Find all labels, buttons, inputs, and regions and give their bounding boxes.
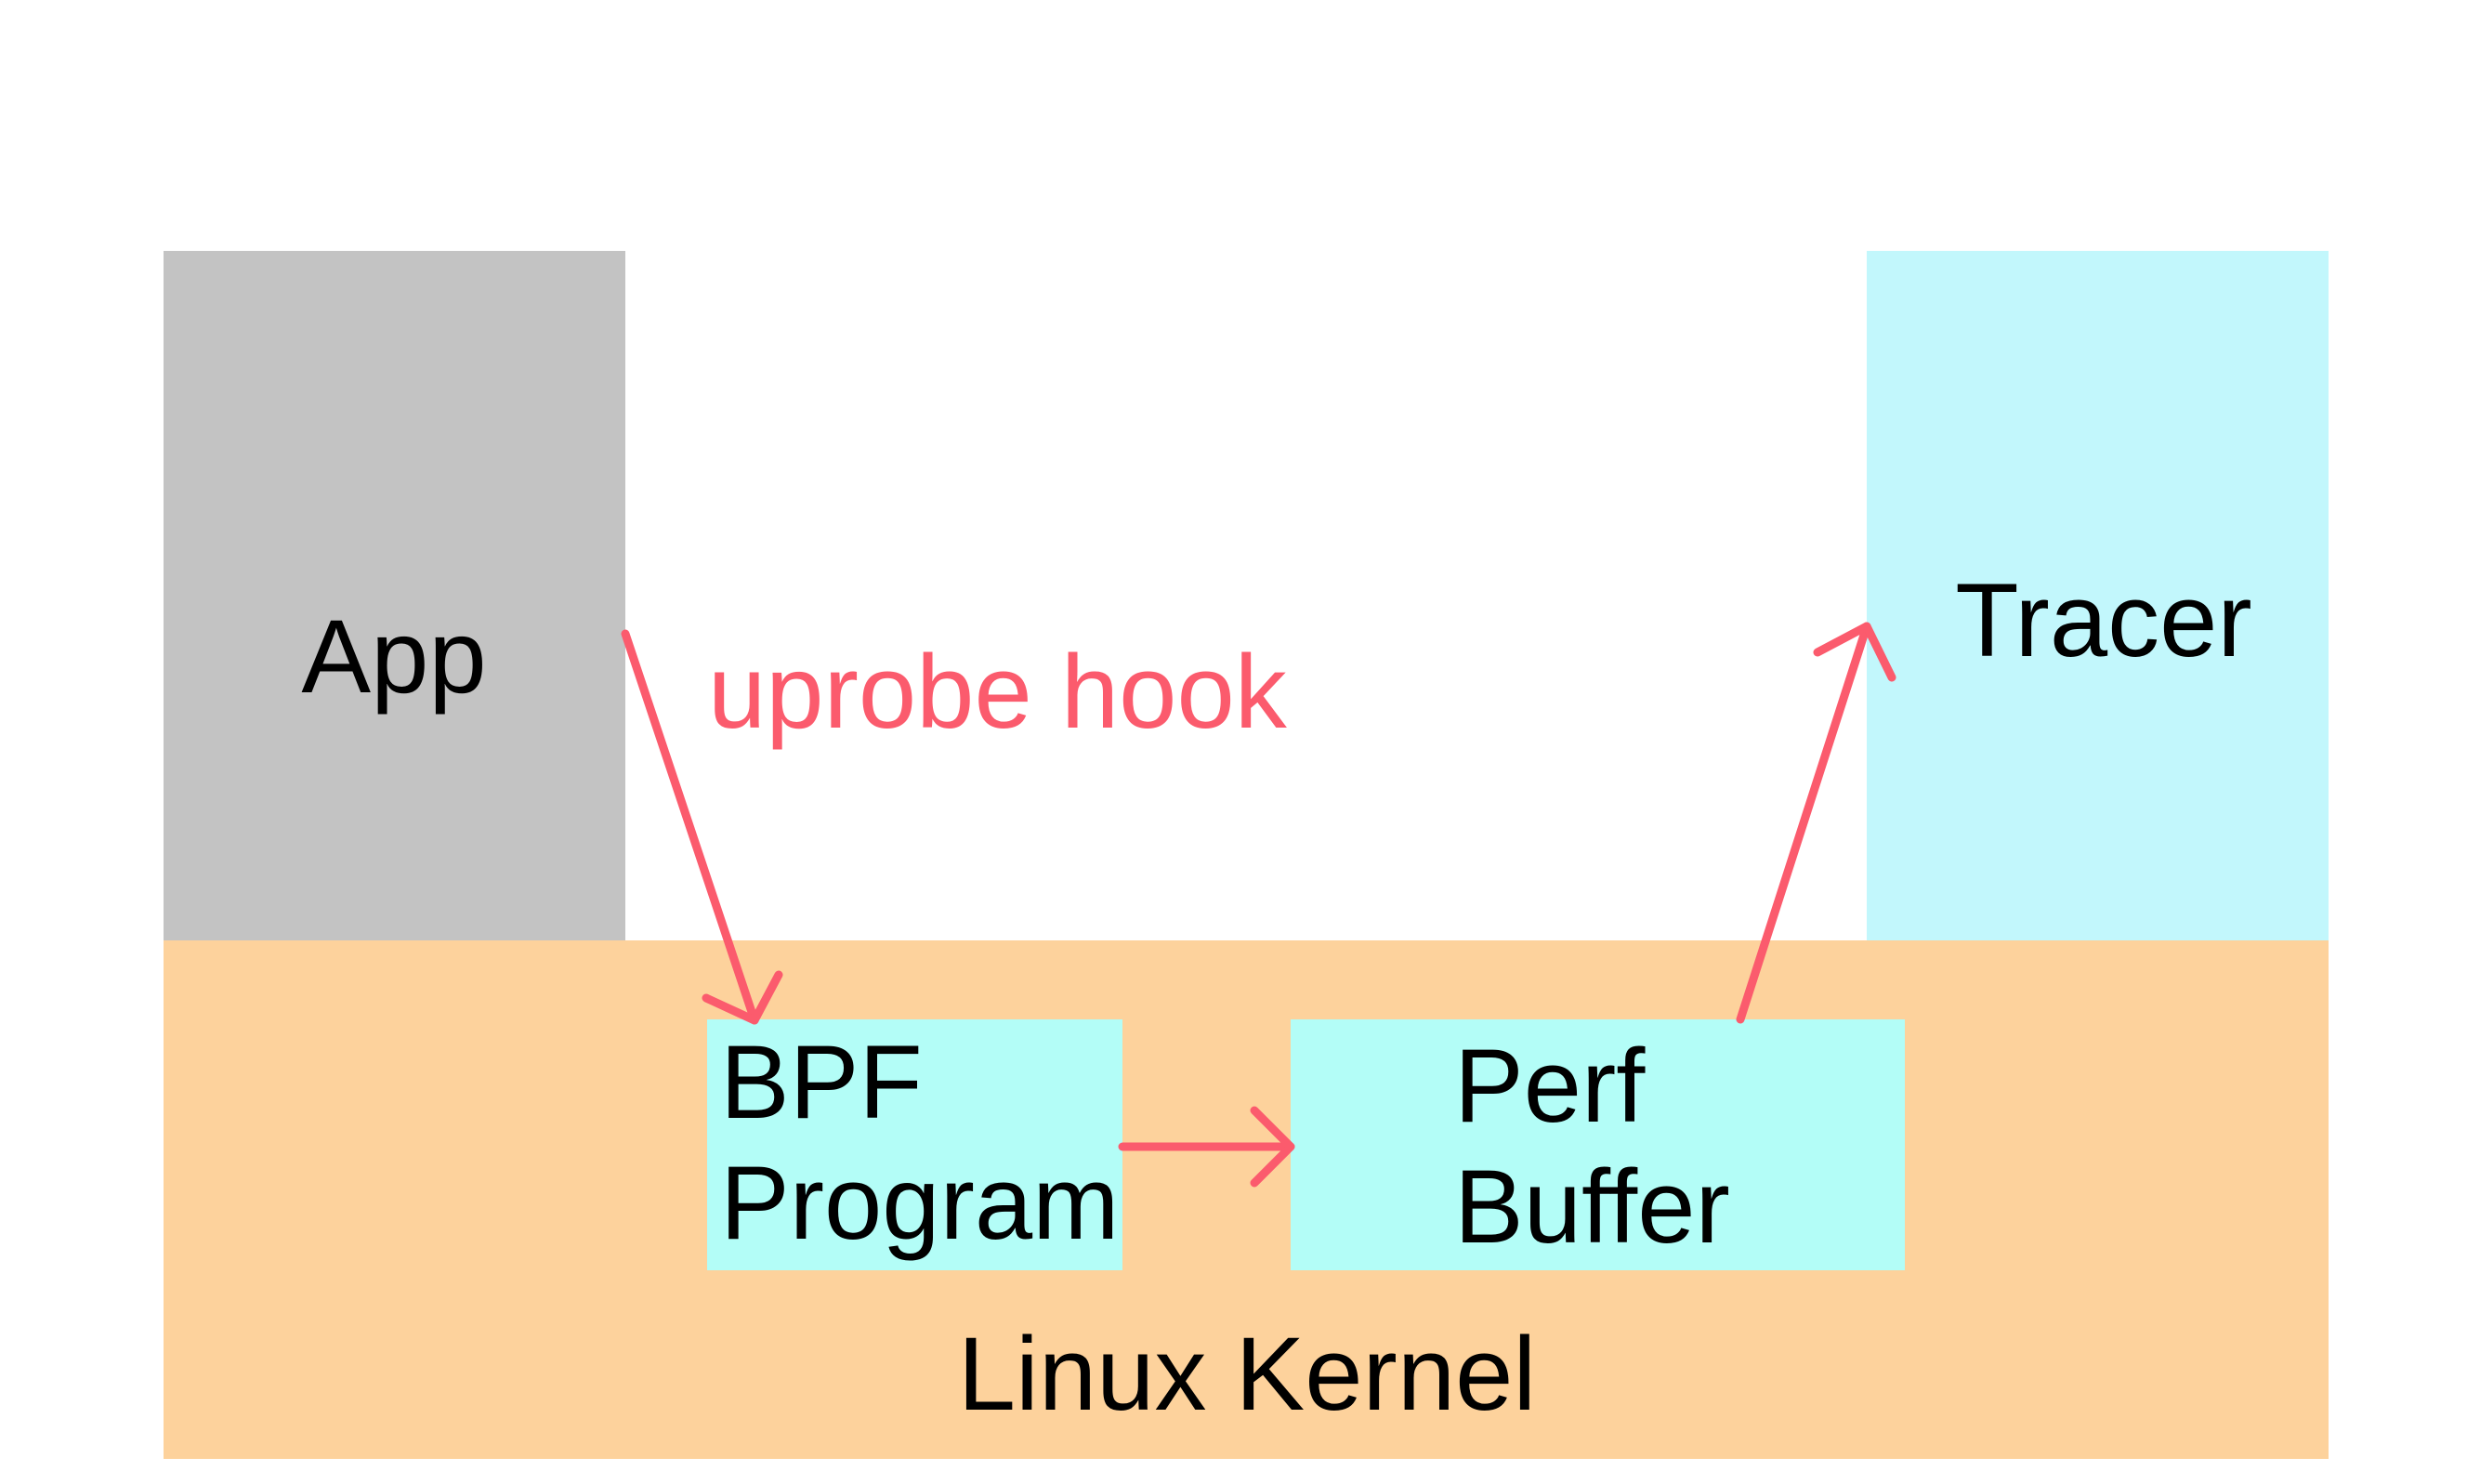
perf-to-tracer-arrow — [1736, 622, 1896, 1024]
bpf-program-label-line2: Program — [720, 1145, 1119, 1261]
uprobe-hook-arrowhead — [702, 970, 783, 1025]
bpf-program-box — [707, 1019, 1122, 1270]
bpf-to-perf-arrowhead — [1250, 1106, 1295, 1188]
perf-buffer-label-line1: Perf — [1454, 1028, 1646, 1144]
uprobe-hook-arrow-shaft — [621, 629, 759, 1025]
uprobe-hook-label: uprobe hook — [708, 634, 1288, 750]
linux-kernel-region — [164, 940, 2329, 1459]
app-box — [164, 251, 625, 940]
linux-kernel-label: Linux Kernel — [958, 1316, 1537, 1432]
uprobe-hook-arrow — [621, 629, 783, 1025]
tracer-box — [1867, 251, 2329, 940]
app-label: App — [301, 598, 486, 715]
perf-to-tracer-arrow-shaft — [1736, 622, 1871, 1024]
perf-to-tracer-arrowhead — [1813, 622, 1896, 682]
perf-buffer-box — [1291, 1019, 1905, 1270]
perf-buffer-label-line2: Buffer — [1454, 1149, 1730, 1265]
bpf-to-perf-arrow — [1118, 1106, 1295, 1188]
tracer-label: Tracer — [1955, 562, 2251, 678]
bpf-program-label-line1: BPF — [720, 1024, 923, 1140]
